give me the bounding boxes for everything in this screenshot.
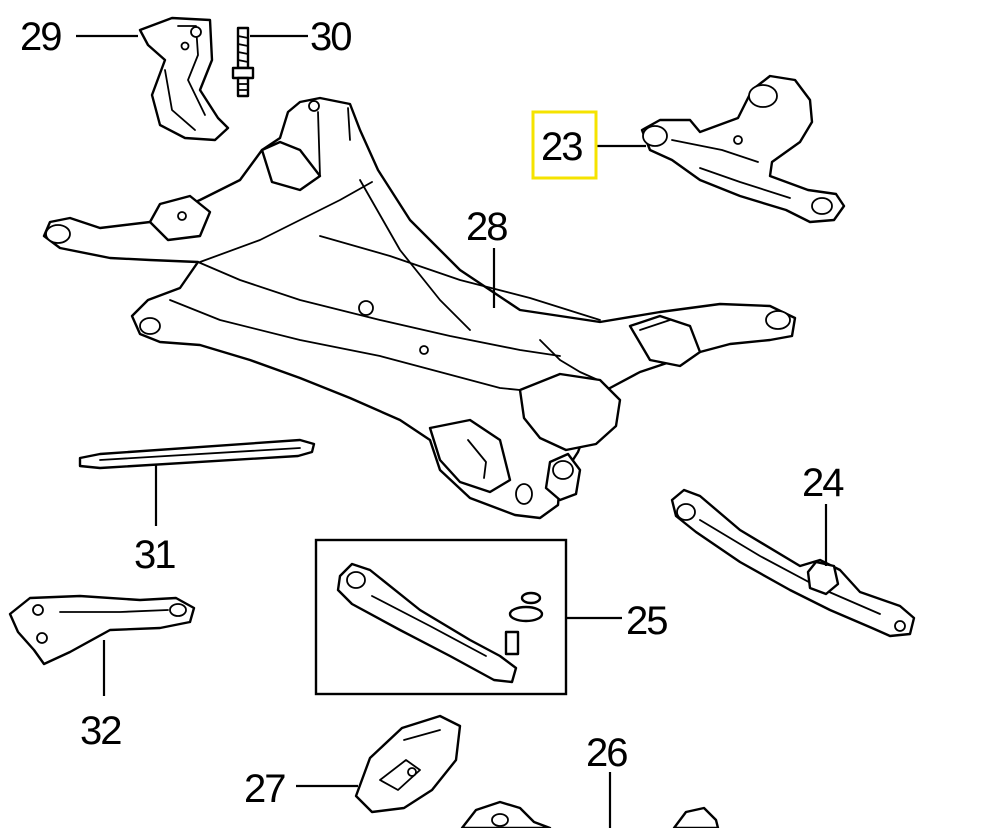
callout-24: 24: [802, 461, 844, 505]
callout-27: 27: [244, 767, 285, 811]
callout-23-highlight: [531, 110, 598, 180]
part-27-mount[interactable]: [354, 714, 462, 814]
part-23-upper-arm[interactable]: [640, 74, 846, 224]
callout-32: 32: [80, 709, 121, 753]
callout-25: 25: [626, 599, 667, 643]
part-24-trailing-arm[interactable]: [670, 488, 916, 638]
callout-31: 31: [134, 533, 175, 577]
callout-23[interactable]: 23: [541, 125, 584, 169]
part-25-lateral-link[interactable]: [336, 562, 544, 684]
part-32-bracket-plate[interactable]: [8, 594, 196, 666]
part-30-bolt[interactable]: [231, 26, 255, 98]
callout-30: 30: [310, 15, 351, 59]
part-29-bracket[interactable]: [138, 16, 230, 142]
part-26-bushing-assembly[interactable]: [460, 800, 720, 828]
callout-28: 28: [466, 205, 507, 249]
callout-26: 26: [586, 731, 627, 775]
callout-29: 29: [20, 15, 61, 59]
part-31-rod[interactable]: [78, 438, 316, 470]
part-28-subframe[interactable]: [42, 96, 797, 520]
